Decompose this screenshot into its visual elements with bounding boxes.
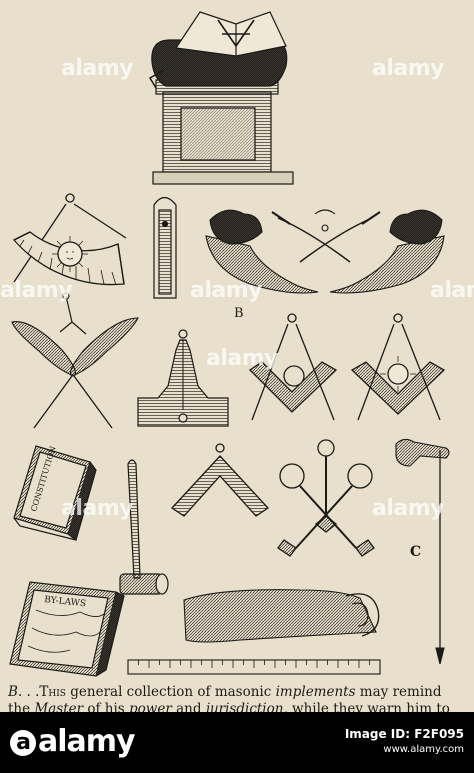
- masonic-implements-plate: CONSTITUTION: [9, 11, 450, 677]
- watermark: alamy: [61, 56, 134, 81]
- caption-italic-master: Master: [34, 701, 84, 712]
- watermark: alamy: [372, 56, 445, 81]
- bylaws-book-label: BY-LAWS: [44, 595, 87, 609]
- square-and-compasses-2: [350, 313, 446, 421]
- caption-text-5: and: [171, 701, 206, 712]
- watermark: alamy: [372, 496, 445, 521]
- caption-italic-power: power: [129, 701, 172, 712]
- crossed-keys: [277, 439, 375, 557]
- crossed-quill-pens: [11, 292, 139, 429]
- site-link[interactable]: www.alamy.com: [383, 744, 464, 755]
- square-and-compasses-1: [248, 313, 338, 421]
- book-page: CONSTITUTION: [0, 11, 474, 712]
- watermark: alamy: [0, 278, 73, 303]
- twenty-four-inch-gauge: [127, 659, 381, 675]
- image-info: Image ID: F2F095 www.alamy.com: [345, 726, 464, 758]
- watermark: alamy: [430, 278, 474, 303]
- compass-sun-quadrant: [12, 193, 127, 286]
- plate-caption: B. . .This general collection of masonic…: [8, 684, 470, 712]
- cornucopias-and-swords: [205, 209, 445, 294]
- caption-lead: B. . .: [8, 684, 40, 700]
- hand-with-rod: [395, 438, 450, 665]
- image-id: Image ID: F2F095: [344, 727, 464, 741]
- rolled-charter: [183, 589, 380, 643]
- caption-italic-jurisdiction: jurisdiction,: [205, 701, 288, 712]
- plate-label-c: C: [410, 544, 422, 560]
- caption-text-6: while they warn him to: [287, 701, 450, 712]
- square-angle: [171, 443, 269, 517]
- caption-text-2: may remind: [355, 684, 442, 700]
- gavel: [119, 459, 169, 595]
- plate-label-b: B: [234, 306, 244, 321]
- bylaws-book: [9, 581, 125, 677]
- altar-with-bible: [148, 11, 294, 185]
- caption-text-4: of his: [83, 701, 130, 712]
- caption-italic-implements: implements: [275, 684, 356, 700]
- plumb-level: [137, 329, 229, 427]
- watermark: alamy: [61, 496, 134, 521]
- caption-smallcaps: This: [39, 684, 66, 700]
- watermark: alamy: [206, 346, 279, 371]
- alamy-logo-icon: a: [10, 729, 36, 756]
- watermark: alamy: [190, 278, 263, 303]
- caption-line-2: the Master of his power and jurisdiction…: [8, 701, 470, 712]
- caption-text-3: the: [8, 701, 35, 712]
- caption-text-1: general collection of masonic: [65, 684, 276, 700]
- alamy-logo-text: alamy: [38, 724, 136, 759]
- caption-line-1: B. . .This general collection of masonic…: [8, 684, 470, 701]
- constitution-book: [13, 445, 97, 542]
- plumb-rule: [153, 196, 177, 299]
